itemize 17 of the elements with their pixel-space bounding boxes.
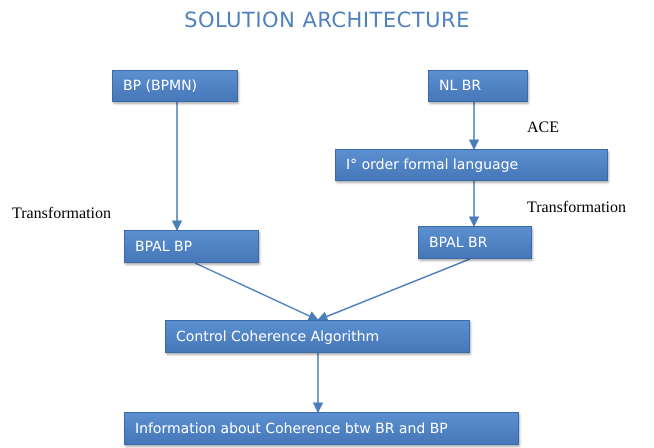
arrow bbox=[317, 258, 470, 322]
process-box: BPAL BP bbox=[124, 230, 259, 263]
process-box: BP (BPMN) bbox=[112, 70, 238, 102]
arrow bbox=[468, 181, 480, 228]
arrow bbox=[194, 262, 319, 321]
arrow bbox=[312, 353, 324, 414]
arrow bbox=[172, 102, 182, 232]
arrow bbox=[468, 102, 480, 150]
annotation-text: ACE bbox=[527, 119, 559, 137]
diagram-title: SOLUTION ARCHITECTURE bbox=[183, 8, 471, 32]
process-box: I° order formal language bbox=[335, 149, 608, 181]
process-box: Control Coherence Algorithm bbox=[165, 320, 470, 353]
process-box: NL BR bbox=[428, 70, 528, 102]
annotation-text: Transformation bbox=[527, 199, 626, 217]
annotation-text: Transformation bbox=[12, 205, 111, 223]
process-box: BPAL BR bbox=[418, 226, 532, 259]
process-box: Information about Coherence btw BR and BP bbox=[124, 412, 519, 445]
